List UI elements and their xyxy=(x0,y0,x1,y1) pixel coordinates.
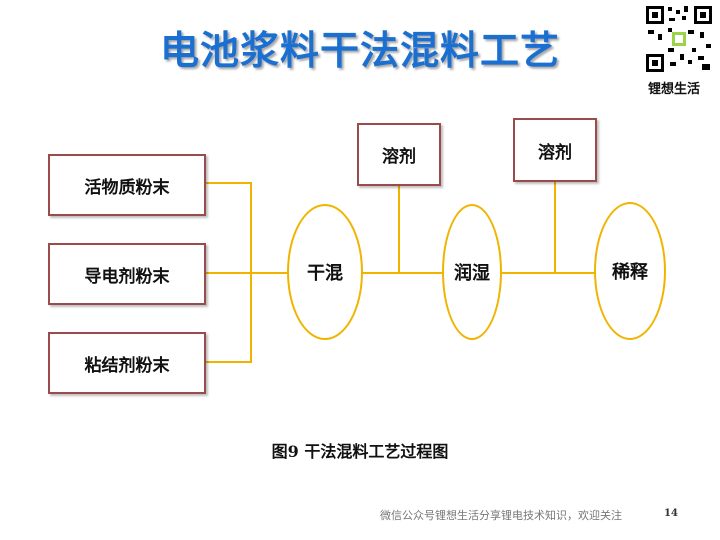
qr-code-icon xyxy=(644,4,714,74)
connector-line xyxy=(500,272,596,274)
solvent-box-2: 溶剂 xyxy=(513,118,597,182)
page-title: 电池浆料干法混料工艺 xyxy=(159,29,560,74)
connector-line xyxy=(398,186,400,274)
footer-note: 微信公众号锂想生活分享锂电技术知识，欢迎关注 xyxy=(380,509,622,522)
connector-line xyxy=(206,361,252,363)
connector-line xyxy=(362,272,442,274)
page-number: 14 xyxy=(664,508,678,519)
solvent-box-1: 溶剂 xyxy=(357,123,441,186)
stage-dry-mix: 干混 xyxy=(287,204,363,340)
input-box-active-material: 活物质粉末 xyxy=(48,154,206,216)
input-box-conductive-agent: 导电剂粉末 xyxy=(48,243,206,305)
connector-line xyxy=(554,182,556,274)
stage-wetting: 润湿 xyxy=(442,204,502,340)
brand-name: 锂想生活 xyxy=(648,82,701,97)
input-box-binder: 粘结剂粉末 xyxy=(48,332,206,394)
connector-line xyxy=(206,272,290,274)
figure-caption: 图9 干法混料工艺过程图 xyxy=(271,442,449,461)
connector-line xyxy=(206,182,252,184)
stage-dilution: 稀释 xyxy=(594,202,666,340)
connector-line xyxy=(250,182,252,363)
